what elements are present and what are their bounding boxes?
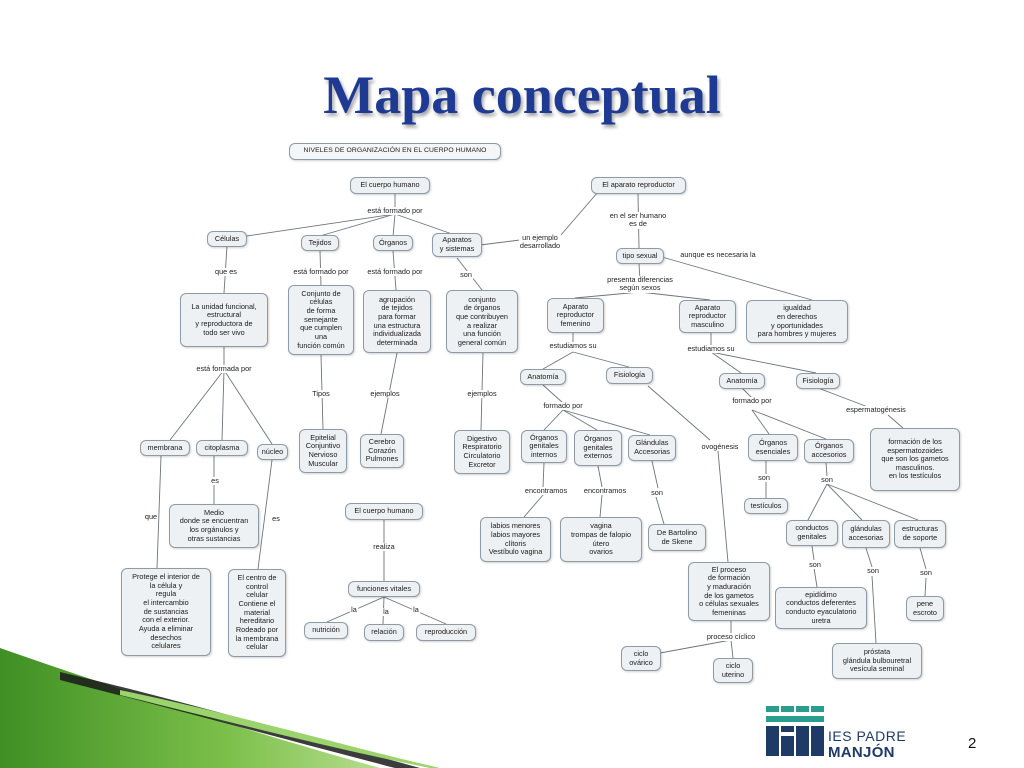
node-igualdad: igualdad en derechos y oportunidades par…: [746, 300, 848, 343]
node-celula-def: La unidad funcional, estructural y repro…: [180, 293, 268, 347]
node-anatomia-masculina: Anatomía: [719, 373, 765, 389]
node-genitales-internos: Órganos genitales internos: [521, 430, 567, 463]
link-label: está formado por: [366, 267, 424, 277]
link-label: ejemplos: [466, 389, 498, 399]
node-organo-def: agrupación de tejidos para formar una es…: [363, 290, 431, 353]
node-fisiologia-masculina: Fisiología: [796, 373, 840, 389]
link-label: la: [412, 605, 420, 615]
node-protege: Protege el interior de la célula y regul…: [121, 568, 211, 656]
node-bartolino: De Bartolino de Skene: [648, 524, 706, 551]
school-logo-line2: MANJÓN: [828, 744, 895, 761]
link-label: encontramos: [523, 486, 569, 496]
link-label: es: [210, 476, 220, 486]
link-label: es: [271, 514, 281, 524]
map-title-box: NIVELES DE ORGANIZACIÓN EN EL CUERPO HUM…: [289, 143, 501, 160]
school-logo: IES PADRE MANJÓN: [766, 706, 916, 764]
link-label: son: [919, 568, 933, 578]
node-centro: El centro de control celular Contiene el…: [228, 569, 286, 657]
node-epididimo: epidídimo conductos deferentes conducto …: [775, 587, 867, 629]
node-ciclo-ovarico: ciclo ovárico: [621, 646, 661, 671]
link-label: un ejemplo desarrollado: [518, 233, 562, 251]
node-labios: labios menores labios mayores clítoris V…: [480, 517, 551, 562]
node-proceso-formacion: El proceso de formación y maduración de …: [688, 562, 770, 621]
node-aparato-def: conjunto de órganos que contribuyen a re…: [446, 290, 518, 353]
node-organos-accesorios: Órganos accesorios: [804, 439, 854, 463]
link-label: son: [866, 566, 880, 576]
node-medio: Medio donde se encuentran los orgánulos …: [169, 504, 259, 548]
link-label: en el ser humano es de: [608, 211, 668, 229]
node-aparato-femenino: Aparato reproductor femenino: [547, 298, 604, 333]
node-tejidos: Tejidos: [301, 235, 339, 251]
link-label: formado por: [731, 396, 773, 406]
slide-title: Mapa conceptual: [323, 65, 721, 125]
link-label: son: [757, 473, 771, 483]
node-ciclo-uterino: ciclo uterino: [713, 658, 753, 683]
node-pene-escroto: pene escroto: [906, 596, 944, 621]
node-organos-esenciales: Órganos esenciales: [748, 434, 798, 461]
node-reproduccion: reproducción: [416, 624, 476, 641]
node-aparatos: Aparatos y sistemas: [432, 233, 482, 257]
page-number: 2: [968, 735, 977, 752]
node-celulas: Células: [207, 231, 247, 247]
node-fisiologia-femenina: Fisiología: [606, 367, 653, 384]
link-label: la: [350, 605, 358, 615]
node-conductos-genitales: conductos genitales: [786, 520, 838, 546]
link-label: Tipos: [311, 389, 331, 399]
node-nutricion: nutrición: [304, 622, 348, 639]
node-cuerpo-humano: El cuerpo humano: [350, 177, 430, 194]
link-label: son: [820, 475, 834, 485]
node-relacion: relación: [364, 624, 404, 641]
link-label: espermatogénesis: [845, 405, 907, 415]
node-anatomia-femenina: Anatomía: [520, 369, 566, 385]
node-tejido-tipos: Epitelial Conjuntivo Nervioso Muscular: [299, 429, 347, 473]
node-nucleo: núcleo: [257, 444, 288, 460]
link-label: estudiamos su: [548, 341, 598, 351]
link-label: presenta diferencias según sexos: [606, 275, 674, 293]
link-label: está formada por: [195, 364, 253, 374]
node-aparato-masculino: Aparato reproductor masculino: [679, 300, 736, 333]
link-label: está formado por: [366, 206, 424, 216]
link-label: formado por: [542, 401, 584, 411]
link-label: encontramos: [582, 486, 628, 496]
school-logo-icon: [766, 706, 824, 756]
link-label: proceso cíclico: [705, 632, 757, 642]
link-label: estudiamos su: [686, 344, 736, 354]
node-formacion-espermatozoides: formación de los espermatozoides que son…: [870, 428, 960, 491]
school-logo-line1: IES PADRE: [828, 728, 907, 744]
link-label: que: [143, 512, 159, 522]
node-cuerpo-humano-2: El cuerpo humano: [345, 503, 423, 520]
node-organos: Órganos: [373, 235, 413, 251]
node-organo-ejemplos: Cerebro Corazón Pulmones: [360, 434, 404, 468]
node-vagina: vagina trompas de falopio útero ovarios: [560, 517, 642, 562]
node-tejido-def: Conjunto de células de forma semejante q…: [288, 285, 354, 355]
node-glandulas-accesorias-m: glándulas accesorias: [842, 520, 890, 548]
link-label: son: [808, 560, 822, 570]
link-label: está formado por: [292, 267, 350, 277]
node-aparato-ejemplos: Digestivo Respiratorio Circulatorio Excr…: [454, 430, 510, 474]
link-label: que es: [214, 267, 238, 277]
link-label: ovogénesis: [700, 442, 740, 452]
node-membrana: membrana: [140, 440, 190, 456]
node-estructuras-soporte: estructuras de soporte: [894, 520, 946, 548]
link-label: la: [382, 607, 390, 617]
node-citoplasma: citoplasma: [196, 440, 248, 456]
node-tipo-sexual: tipo sexual: [616, 248, 664, 264]
node-aparato-reproductor: El aparato reproductor: [591, 177, 686, 194]
link-label: son: [459, 270, 473, 280]
link-label: realiza: [372, 542, 396, 552]
link-label: ejemplos: [369, 389, 401, 399]
node-funciones-vitales: funciones vitales: [348, 581, 420, 597]
link-label: aunque es necesaria la: [679, 250, 757, 260]
node-genitales-externos: Órganos genitales externos: [574, 430, 622, 466]
node-prostata: próstata glándula bulbouretral vesícula …: [832, 643, 922, 679]
node-glandulas-accesorias-f: Glándulas Accesorias: [628, 435, 676, 461]
node-testiculos: testículos: [744, 498, 788, 514]
link-label: son: [650, 488, 664, 498]
